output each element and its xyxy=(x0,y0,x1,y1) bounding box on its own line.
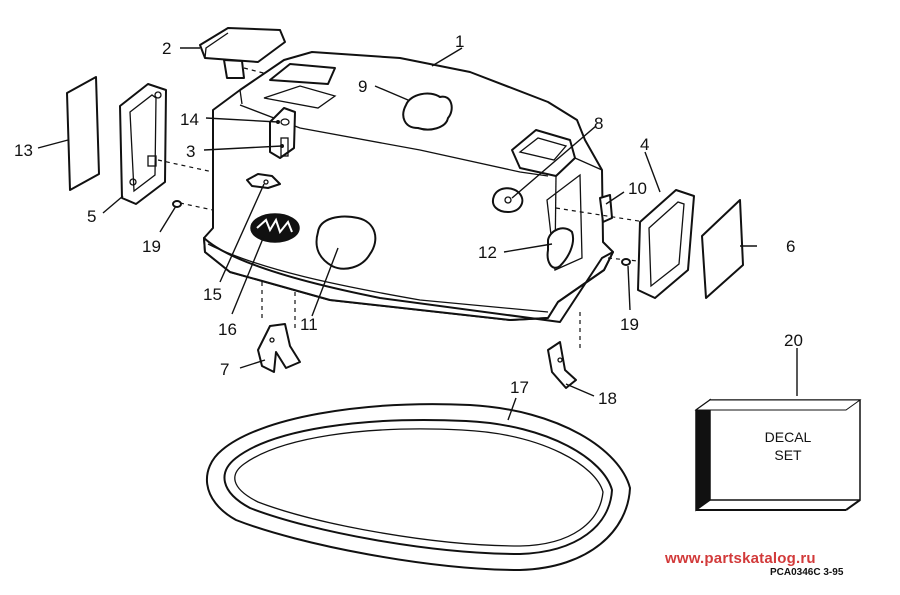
label-8: 8 xyxy=(594,114,603,133)
label-17: 17 xyxy=(510,378,529,397)
part-19-screw-left xyxy=(172,200,182,208)
label-15: 15 xyxy=(203,285,222,304)
part-2-cover-cap xyxy=(199,27,286,79)
leader-lines xyxy=(37,47,798,421)
part-8-grommet xyxy=(492,187,524,213)
decal-box-line1: DECAL xyxy=(765,429,812,445)
dash-19a xyxy=(179,202,214,211)
part-5-side-panel xyxy=(119,83,167,205)
label-19-right: 19 xyxy=(620,315,639,334)
dash-5 xyxy=(157,159,214,173)
label-9: 9 xyxy=(358,77,367,96)
callout-numbers: 1 2 3 4 5 6 7 8 9 10 11 12 13 14 15 16 1… xyxy=(14,32,803,408)
label-18: 18 xyxy=(598,389,617,408)
part-14-latch xyxy=(269,107,296,159)
part-11-sponge-side xyxy=(315,215,377,270)
part-13-side-decal xyxy=(66,76,100,191)
label-10: 10 xyxy=(628,179,647,198)
label-7: 7 xyxy=(220,360,229,379)
decal-box-line2: SET xyxy=(774,447,802,463)
part-4-frame xyxy=(637,189,695,299)
part-19-screw-right xyxy=(621,258,631,266)
part-6-side-decal xyxy=(701,199,744,299)
label-13: 13 xyxy=(14,141,33,160)
label-1: 1 xyxy=(455,32,464,51)
label-11: 11 xyxy=(300,315,318,334)
label-2: 2 xyxy=(162,39,171,58)
label-3: 3 xyxy=(186,142,195,161)
label-16: 16 xyxy=(218,320,237,339)
part-20-decal-set-box: DECAL SET xyxy=(694,398,862,512)
label-20: 20 xyxy=(784,331,803,350)
label-14: 14 xyxy=(180,110,199,129)
label-5: 5 xyxy=(87,207,96,226)
label-4: 4 xyxy=(640,135,649,154)
part-17-gasket xyxy=(205,403,631,571)
part-7-bracket xyxy=(257,323,301,373)
part-12-seal xyxy=(546,227,574,269)
label-6: 6 xyxy=(786,237,795,256)
watermark-text: www.partskatalog.ru xyxy=(665,550,816,567)
label-19-left: 19 xyxy=(142,237,161,256)
part-16-logo-decal xyxy=(250,213,300,243)
part-9-sponge-top xyxy=(402,92,453,131)
part-15-latch-clip xyxy=(246,173,281,189)
part-18-bracket xyxy=(547,341,577,389)
dash-4 xyxy=(555,207,646,223)
label-12: 12 xyxy=(478,243,497,262)
diagram-code: PCA0346C 3-95 xyxy=(770,567,844,578)
